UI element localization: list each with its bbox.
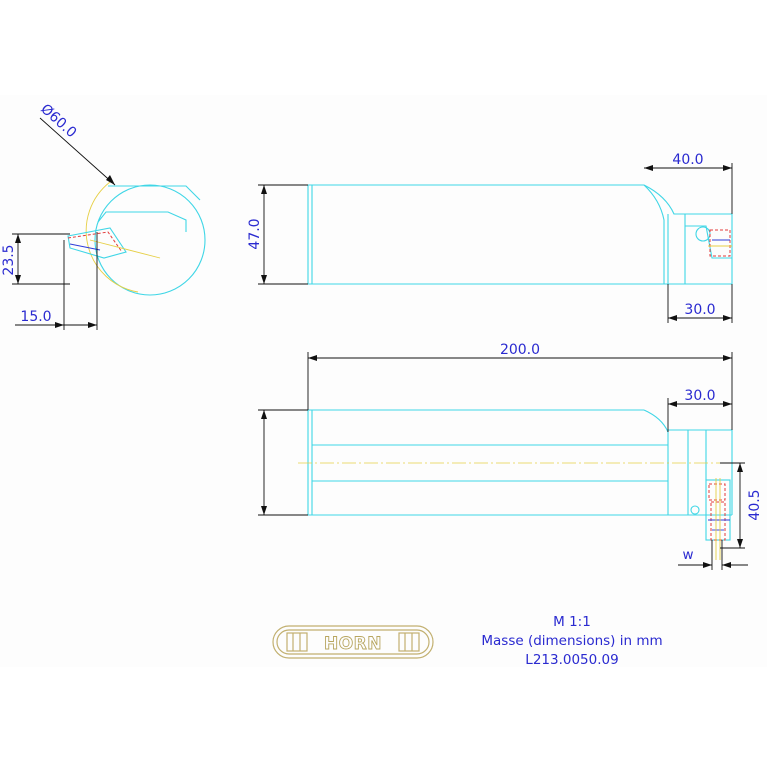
cutting-width-label: w bbox=[682, 547, 693, 563]
units-note: Masse (dimensions) in mm bbox=[481, 633, 662, 649]
scale-note: M 1:1 bbox=[553, 614, 591, 630]
insert-hidden bbox=[67, 231, 123, 253]
cutting-width-dimension: w bbox=[678, 540, 748, 570]
height-main-label: 47.0 bbox=[247, 218, 263, 249]
shank-circle bbox=[94, 184, 206, 296]
logo-emblem-left bbox=[286, 632, 308, 652]
insert-length-bottom-label: 30.0 bbox=[684, 388, 715, 404]
end-view bbox=[67, 181, 206, 296]
height-bottom-label: 40.5 bbox=[747, 489, 763, 520]
top-view bbox=[307, 184, 733, 285]
horn-logo: HORN bbox=[272, 625, 434, 659]
logo-text: HORN bbox=[324, 634, 382, 654]
overall-length-label: 200.0 bbox=[500, 342, 540, 358]
insert-edge bbox=[69, 243, 101, 251]
top-flat bbox=[108, 185, 201, 201]
reference-arc bbox=[85, 181, 139, 293]
end-centerline bbox=[89, 239, 161, 259]
height-left-label: 23.5 bbox=[1, 244, 17, 275]
width-left-label: 15.0 bbox=[20, 309, 51, 325]
insert-end-view bbox=[67, 227, 127, 259]
width-left-dimension: 15.0 bbox=[15, 232, 98, 330]
side-height-dimension bbox=[258, 409, 308, 516]
height-main-dimension: 47.0 bbox=[247, 184, 308, 285]
height-bottom-dimension: 40.5 bbox=[720, 462, 763, 549]
height-left-dimension: 23.5 bbox=[1, 233, 70, 285]
part-number: L213.0050.09 bbox=[525, 652, 618, 668]
flat-face bbox=[97, 211, 187, 232]
insert-length-top-label: 30.0 bbox=[684, 302, 715, 318]
insert-hidden-top bbox=[709, 229, 731, 257]
drawing-notes: M 1:1 Masse (dimensions) in mm L213.0050… bbox=[481, 614, 662, 668]
overall-length-dimension: 200.0 bbox=[307, 342, 733, 430]
diameter-dimension: Ø60.0 bbox=[37, 101, 116, 186]
logo-emblem-right bbox=[398, 632, 420, 652]
insert-length-bottom-dimension: 30.0 bbox=[667, 388, 732, 432]
head-length-dimension: 40.0 bbox=[644, 152, 733, 214]
insert-side bbox=[705, 479, 731, 541]
side-view bbox=[298, 409, 740, 560]
insert-length-top-dimension: 30.0 bbox=[667, 284, 733, 323]
head-length-label: 40.0 bbox=[672, 152, 703, 168]
drawing-sheet bbox=[0, 95, 767, 667]
